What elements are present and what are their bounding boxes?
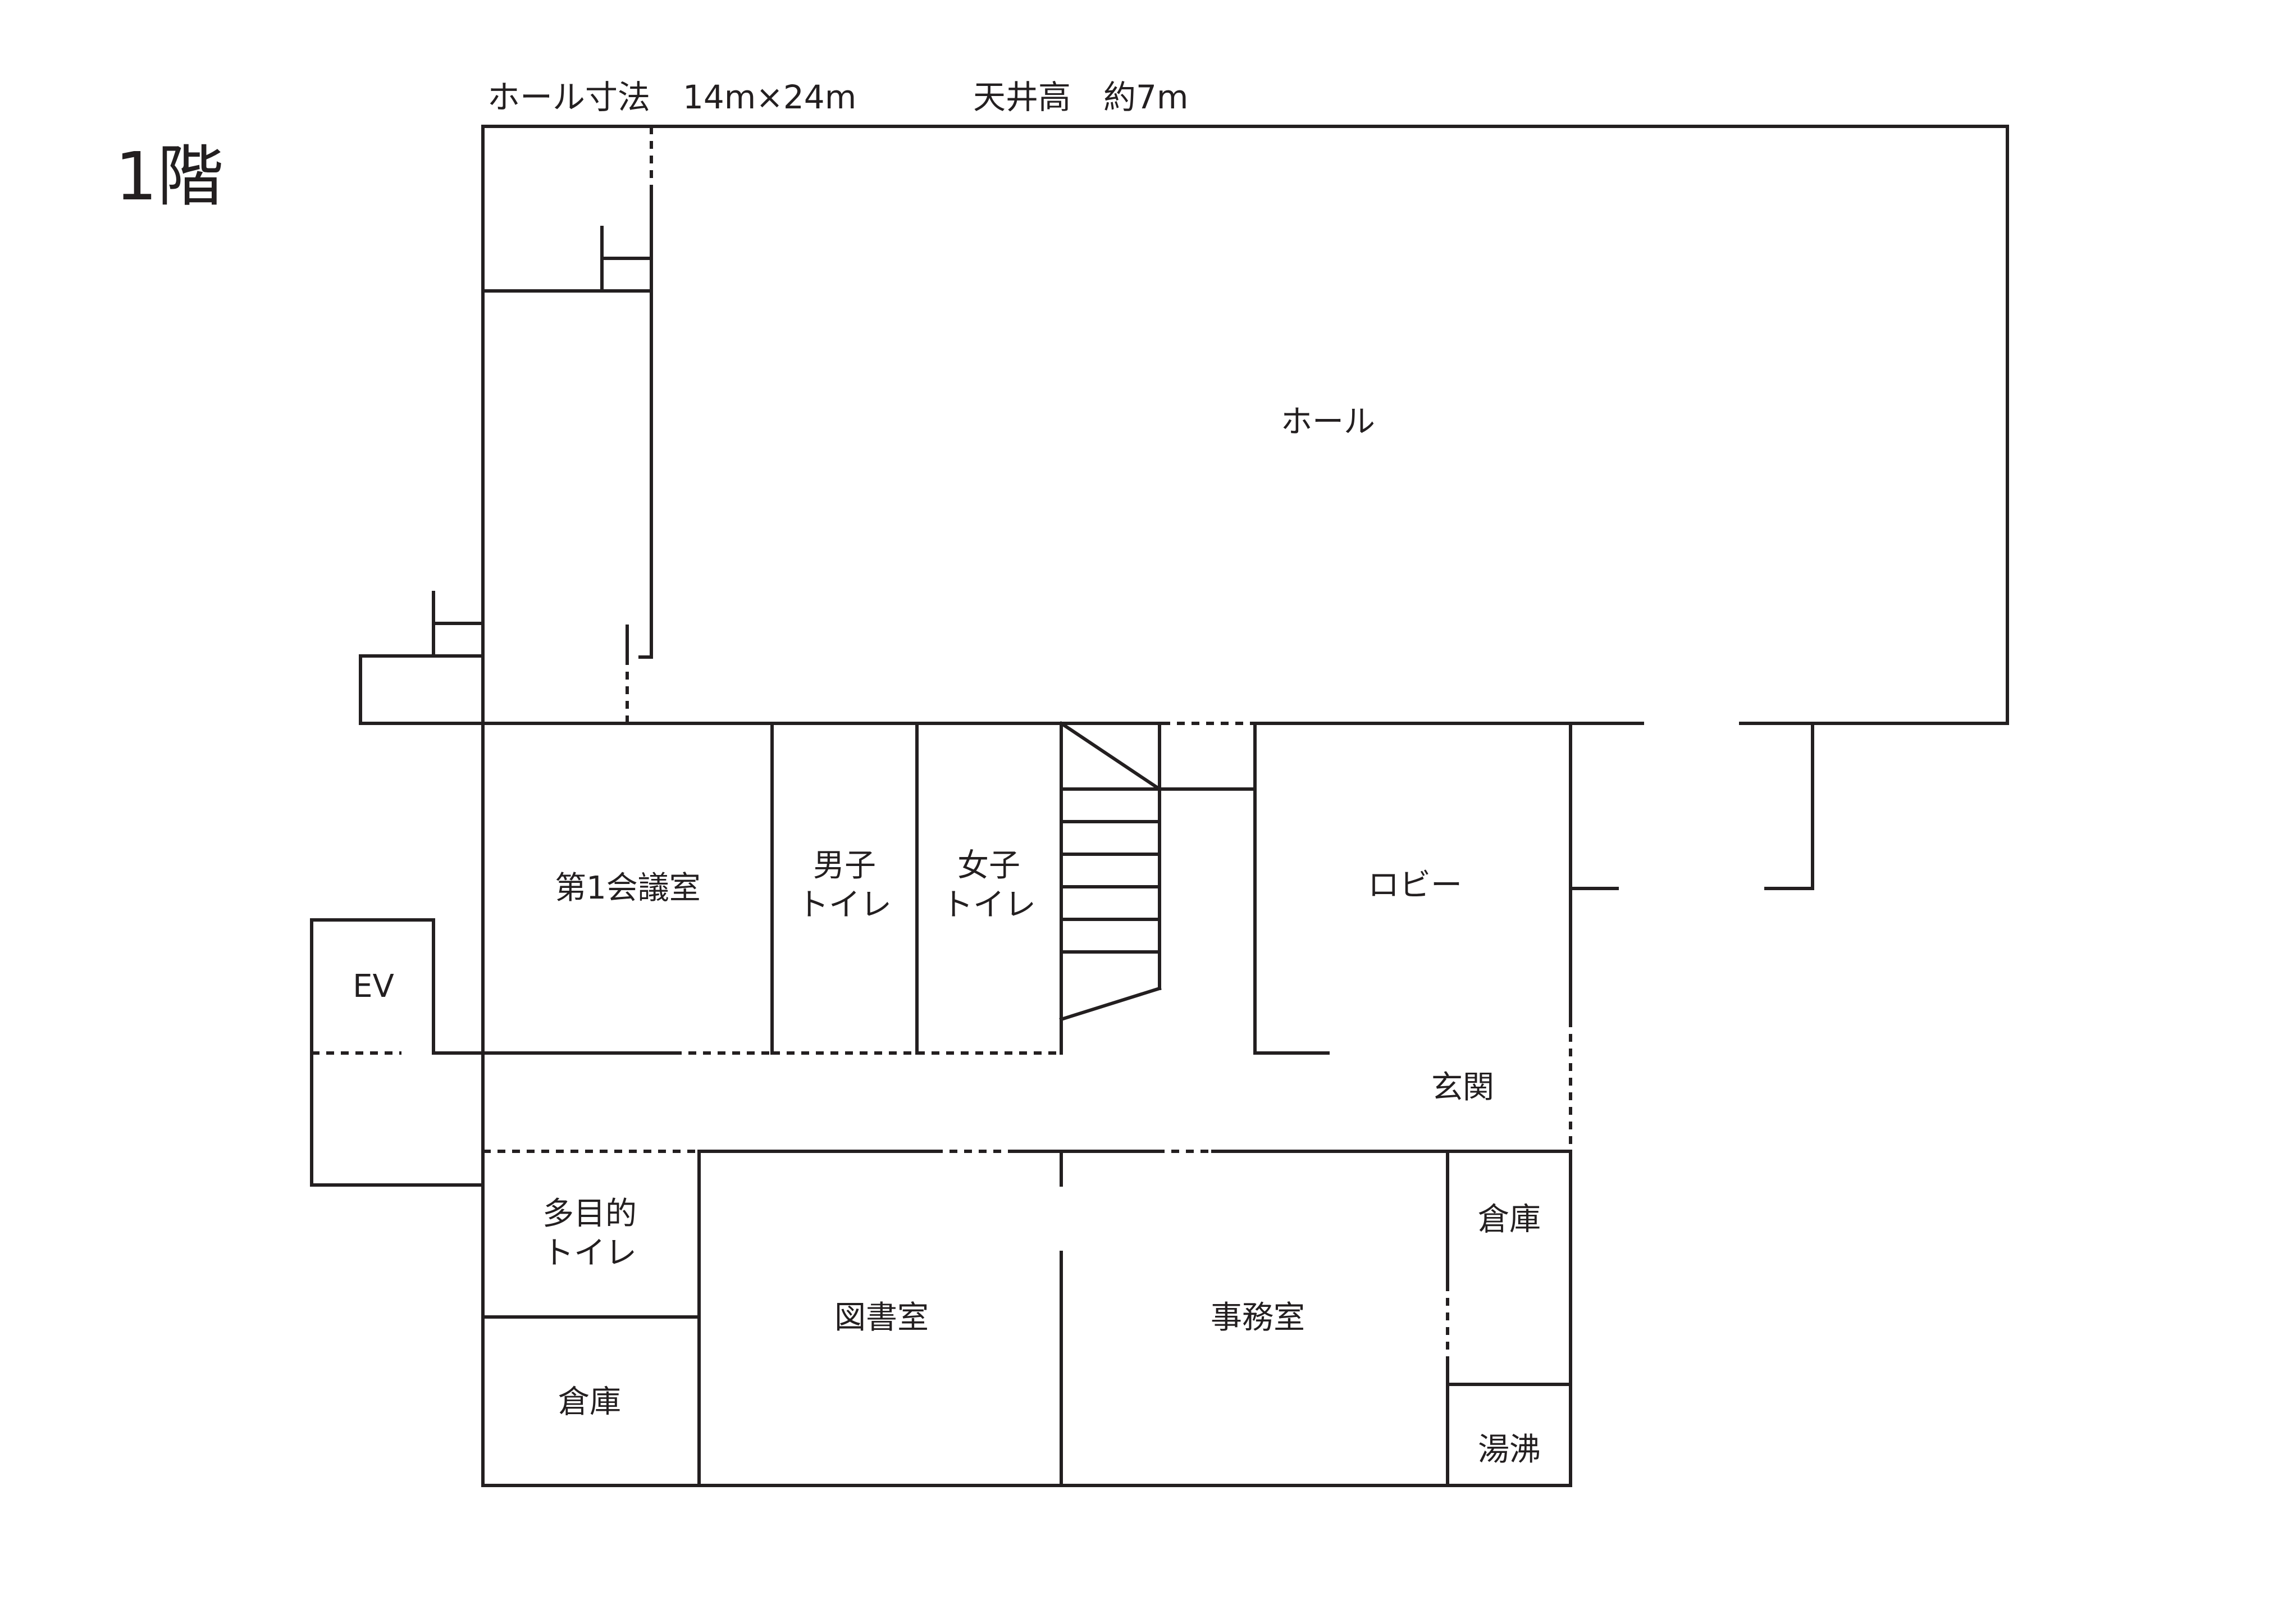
ev-shaft-walls — [310, 918, 485, 1187]
room-label-meeting-room-1: 第1会議室 — [555, 870, 701, 906]
room-label-office: 事務室 — [1211, 1300, 1305, 1336]
room-label-library: 図書室 — [834, 1300, 929, 1336]
room-label-hall: ホール — [1281, 404, 1375, 440]
ceiling-height: 天井高 約7m — [973, 78, 1188, 116]
hall-dimensions: ホール寸法 14m×24m — [487, 78, 856, 116]
room-label-mens-toilet-line2: トイレ — [797, 887, 892, 923]
room-label-storage-right: 倉庫 — [1478, 1201, 1541, 1238]
room-label-multipurpose-toilet-line2: トイレ — [542, 1235, 637, 1271]
room-label-kitchenette: 湯沸 — [1478, 1432, 1541, 1468]
room-label-mens-toilet-line1: 男子 — [813, 847, 876, 884]
room-label-ev: EV — [353, 968, 394, 1005]
room-label-lobby: ロビー — [1368, 867, 1462, 904]
bottom-row-walls — [481, 1150, 1572, 1487]
room-label-womens-toilet-line2: トイレ — [942, 887, 1036, 923]
room-label-storage-left: 倉庫 — [558, 1384, 621, 1420]
hall-walls — [481, 125, 2009, 1487]
room-label-multipurpose-toilet-line1: 多目的 — [542, 1196, 637, 1232]
room-label-entrance: 玄関 — [1431, 1069, 1494, 1106]
lobby-walls — [1253, 722, 1814, 1151]
hall-side-partitions — [359, 126, 653, 725]
staircase — [1058, 721, 1257, 1022]
room-label-womens-toilet-line1: 女子 — [957, 847, 1020, 884]
floor-label: 1階 — [115, 138, 223, 215]
